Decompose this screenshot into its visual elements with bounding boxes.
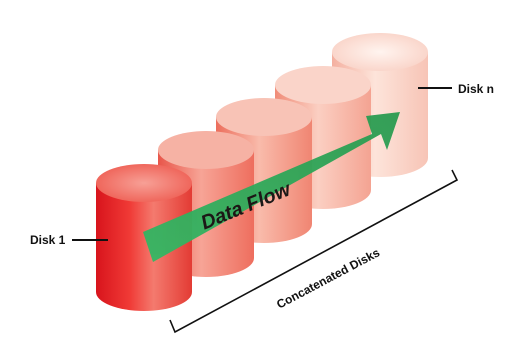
disk-1-label: Disk 1	[30, 233, 66, 247]
disk-n-label: Disk n	[458, 82, 494, 96]
concatenated-bracket	[169, 169, 459, 334]
concatenated-disks-label: Concatenated Disks	[274, 245, 382, 311]
disk-1-cylinder	[96, 164, 192, 311]
